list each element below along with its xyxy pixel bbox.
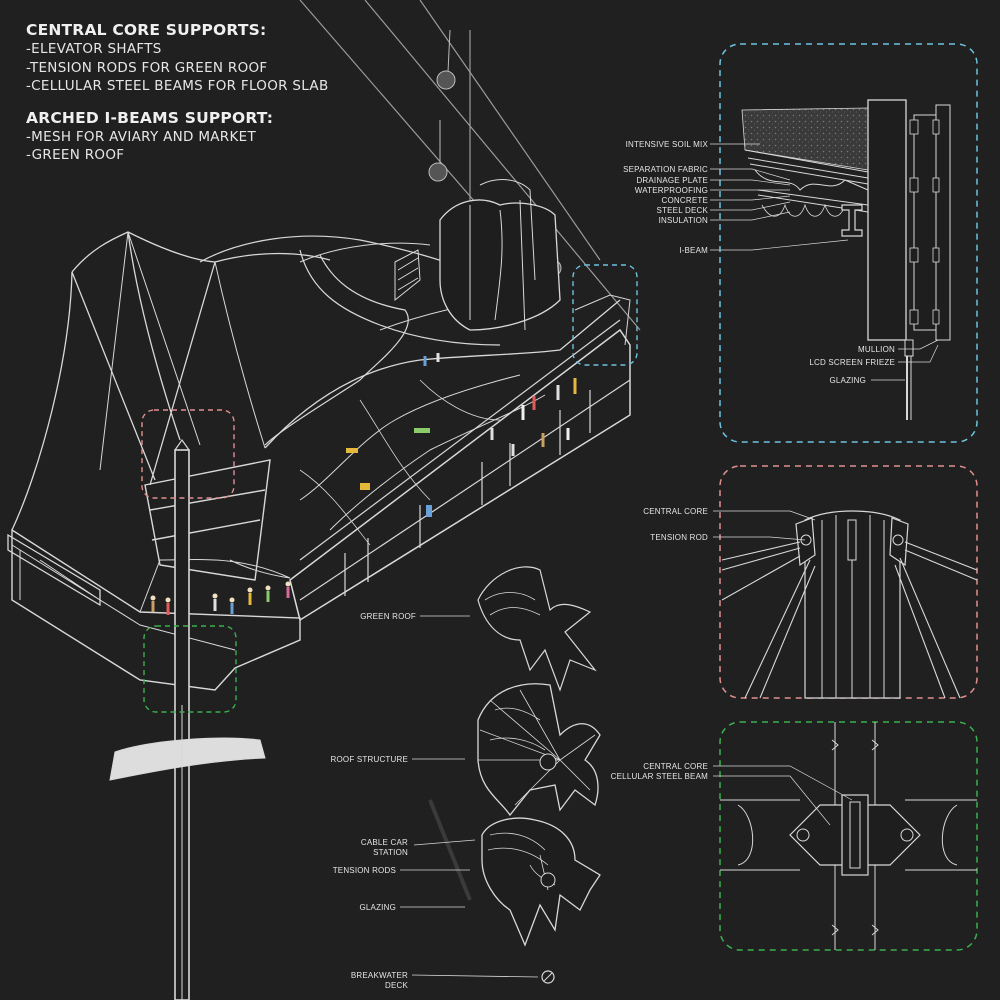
label-lcd-screen-frieze: LCD SCREEN FRIEZE bbox=[809, 358, 895, 367]
core-frame bbox=[144, 459, 271, 581]
platform-deck bbox=[11, 528, 301, 691]
label-separation-fabric: SEPARATION FABRIC bbox=[623, 165, 708, 174]
exploded-station-glazing bbox=[481, 817, 601, 947]
label-waterproofing: WATERPROOFING bbox=[635, 186, 708, 195]
label-tension-rods: TENSION RODS bbox=[333, 866, 396, 875]
exploded-roof-structure bbox=[477, 683, 601, 817]
gallery-wall bbox=[289, 328, 631, 622]
people-figures bbox=[150, 353, 577, 615]
label-intensive-soil-mix: INTENSIVE SOIL MIX bbox=[626, 140, 709, 149]
label-cellular-steel-beam: CELLULAR STEEL BEAM bbox=[611, 772, 708, 781]
callout-core-base bbox=[143, 625, 237, 713]
exploded-breakwater-deck bbox=[541, 970, 555, 984]
label-concrete: CONCRETE bbox=[662, 196, 709, 205]
label-deck: DECK bbox=[385, 981, 408, 990]
arch-supports-block: ARCHED I-BEAMS SUPPORT: -MESH FOR AVIARY… bbox=[26, 108, 446, 165]
label-tension-rod: TENSION ROD bbox=[650, 533, 708, 542]
label-green-roof: GREEN ROOF bbox=[360, 612, 416, 621]
gondola-icon bbox=[428, 120, 448, 182]
arch-item: -MESH FOR AVIARY AND MARKET bbox=[26, 128, 257, 145]
label-steel-deck: STEEL DECK bbox=[657, 206, 709, 215]
core-supports-heading: CENTRAL CORE SUPPORTS: bbox=[26, 21, 267, 39]
breakwater-disc bbox=[109, 737, 266, 781]
callout-core-top bbox=[141, 409, 235, 499]
label-glazing: GLAZING bbox=[359, 903, 396, 912]
label-i-beam: I-BEAM bbox=[679, 246, 708, 255]
label-breakwater: BREAKWATER bbox=[351, 971, 408, 980]
core-item: -TENSION RODS FOR GREEN ROOF bbox=[26, 59, 268, 76]
green-roof-ramp bbox=[264, 299, 621, 449]
detail-cellular-beam bbox=[713, 721, 978, 951]
label-station: STATION bbox=[373, 848, 408, 857]
cable-car-station bbox=[439, 199, 561, 331]
detail-roof-edge bbox=[710, 43, 978, 443]
arch-item: -GREEN ROOF bbox=[26, 147, 125, 163]
core-item: -CELLULAR STEEL BEAMS FOR FLOOR SLAB bbox=[26, 78, 329, 94]
structural-notes: CENTRAL CORE SUPPORTS: -ELEVATOR SHAFTS … bbox=[26, 20, 446, 177]
label-drainage-plate: DRAINAGE PLATE bbox=[636, 176, 708, 185]
detail-core-tension bbox=[713, 465, 978, 699]
callout-roof-edge bbox=[572, 264, 638, 366]
label-glazing-detail: GLAZING bbox=[829, 376, 866, 385]
core-supports-block: CENTRAL CORE SUPPORTS: -ELEVATOR SHAFTS … bbox=[26, 20, 446, 96]
arch-supports-heading: ARCHED I-BEAMS SUPPORT: bbox=[26, 108, 274, 127]
label-insulation: INSULATION bbox=[659, 216, 708, 225]
label-central-core: CENTRAL CORE bbox=[643, 507, 708, 516]
label-roof-structure: ROOF STRUCTURE bbox=[331, 755, 408, 764]
main-axonometric bbox=[7, 0, 641, 1000]
label-cable-car: CABLE CAR bbox=[361, 838, 408, 847]
label-mullion: MULLION bbox=[858, 345, 895, 354]
roof-detail-labels: INTENSIVE SOIL MIX SEPARATION FABRIC DRA… bbox=[331, 140, 895, 990]
label-central-core-slab: CENTRAL CORE bbox=[643, 762, 708, 771]
gondola-icon bbox=[436, 29, 456, 90]
canopy-roof bbox=[11, 231, 331, 531]
core-item: -ELEVATOR SHAFTS bbox=[26, 41, 162, 57]
exploded-green-roof bbox=[477, 566, 597, 692]
